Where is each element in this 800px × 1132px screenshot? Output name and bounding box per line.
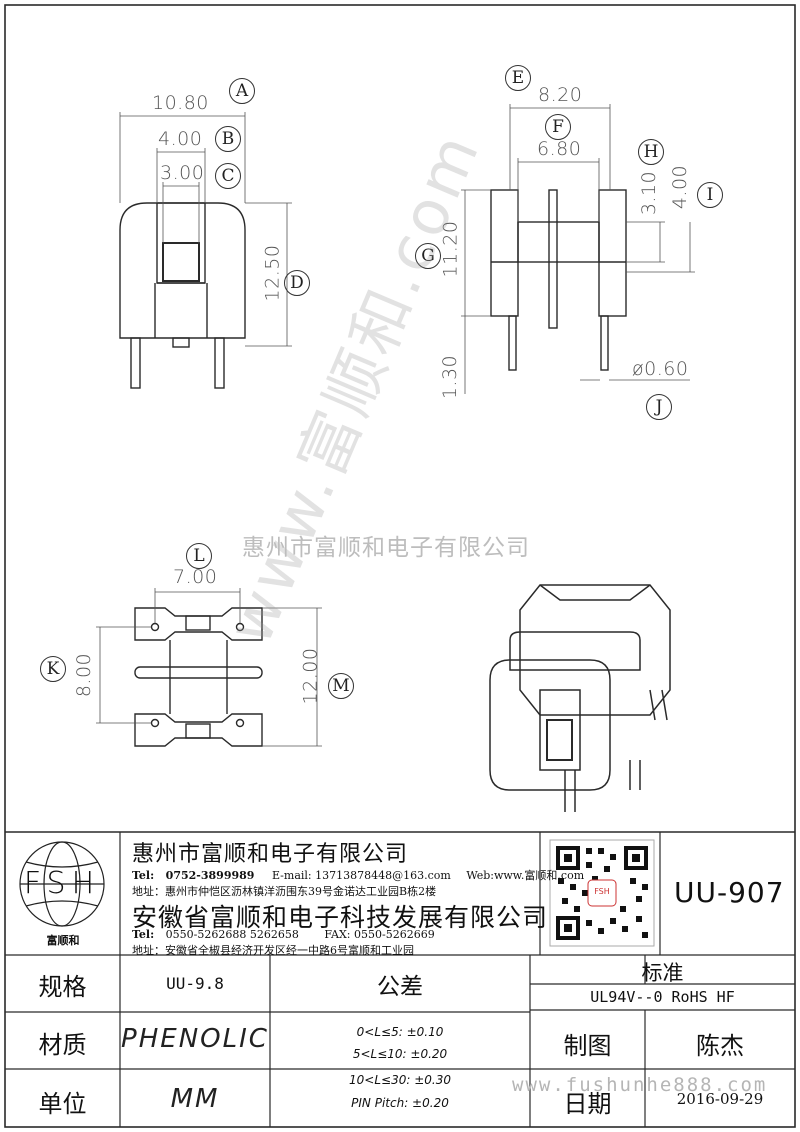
dim-b: 4.00 — [158, 128, 203, 150]
dim-m: 12.00 — [299, 647, 322, 705]
dim-k: 8.00 — [73, 652, 96, 698]
standard-label: 标准 — [641, 961, 684, 985]
company2-contact: Tel: 0550-5262688 5262658 FAX: 0550-5262… — [132, 928, 435, 941]
callout-d: D — [284, 270, 310, 296]
callout-c: C — [215, 163, 241, 189]
tolerance-3: 10<L≤30: ±0.30 — [349, 1073, 451, 1087]
dim-d: 12.50 — [261, 244, 284, 302]
company2-tel-label: Tel: — [132, 928, 155, 941]
company2-name: 安徽省富顺和电子科技发展有限公司 — [132, 903, 549, 932]
spec-value: UU-9.8 — [166, 974, 224, 993]
dim-f: 6.80 — [537, 138, 582, 160]
watermark-url: www.fushunhe888.com — [512, 1074, 768, 1096]
callout-h: H — [638, 139, 664, 165]
qr-code — [549, 839, 655, 947]
dim-l: 7.00 — [173, 566, 218, 588]
callout-k: K — [40, 656, 66, 682]
callout-e: E — [505, 65, 531, 91]
callout-f: F — [545, 114, 571, 140]
drawn-label: 制图 — [563, 1032, 612, 1060]
company1-web: Web:www.富顺和.com — [466, 869, 585, 882]
tolerance-4: PIN Pitch: ±0.20 — [351, 1096, 449, 1110]
bottom-view — [96, 588, 322, 747]
unit-value: MM — [170, 1084, 220, 1114]
callout-g: G — [415, 243, 441, 269]
isometric-view — [489, 584, 671, 812]
tolerance-2: 5<L≤10: ±0.20 — [352, 1047, 448, 1061]
logo-globe — [19, 841, 105, 927]
watermark-company: 惠州市富顺和电子有限公司 — [242, 535, 530, 561]
callout-a: A — [229, 78, 255, 104]
company1-address: 地址：惠州市仲恺区沥林镇洋沥围东39号金诺达工业园B栋2楼 — [132, 885, 437, 898]
dim-c: 3.00 — [160, 162, 205, 184]
date-value: 2016-09-29 — [676, 1090, 764, 1108]
dim-e: 8.20 — [538, 84, 583, 106]
callout-m: M — [328, 673, 354, 699]
date-label: 日期 — [563, 1090, 612, 1118]
company1-tel: 0752-3899989 — [165, 869, 255, 882]
unit-label: 单位 — [38, 1090, 87, 1118]
material-value: PHENOLIC — [121, 1024, 269, 1054]
qr-label: FSH — [594, 887, 610, 896]
spec-label: 规格 — [38, 973, 87, 1001]
logo-letters: FSH — [23, 866, 101, 901]
callout-b: B — [215, 126, 241, 152]
company2-tel: 0550-5262688 5262658 — [165, 928, 299, 941]
part-number: UU-907 — [674, 876, 785, 909]
dim-pin-diameter: ø0.60 — [632, 358, 689, 380]
dim-h: 3.10 — [638, 170, 661, 216]
dim-pin-length: 1.30 — [439, 354, 462, 400]
material-label: 材质 — [38, 1031, 87, 1059]
company1-tel-label: Tel: — [132, 869, 155, 882]
company2-address: 地址：安徽省全椒县经济开发区经一中路6号富顺和工业园 — [132, 944, 414, 957]
drawn-value: 陈杰 — [696, 1032, 744, 1060]
standard-value: UL94V--0 RoHS HF — [590, 988, 735, 1006]
callout-j: J — [646, 394, 672, 420]
tolerance-1: 0<L≤5: ±0.10 — [356, 1025, 444, 1039]
tolerance-label: 公差 — [377, 974, 423, 1000]
callout-l: L — [186, 543, 212, 569]
logo-name: 富顺和 — [46, 934, 80, 947]
callout-i: I — [697, 182, 723, 208]
company1-name: 惠州市富顺和电子有限公司 — [132, 842, 409, 867]
side-view — [461, 104, 695, 394]
company2-fax: FAX: 0550-5262669 — [324, 928, 435, 941]
dim-a: 10.80 — [152, 92, 209, 114]
title-block-grid — [5, 832, 795, 1127]
company1-contact: Tel: 0752-3899989 E-mail: 13713878448@16… — [132, 867, 584, 883]
company1-email: E-mail: 13713878448@163.com — [271, 869, 451, 882]
dim-i: 4.00 — [669, 164, 692, 210]
